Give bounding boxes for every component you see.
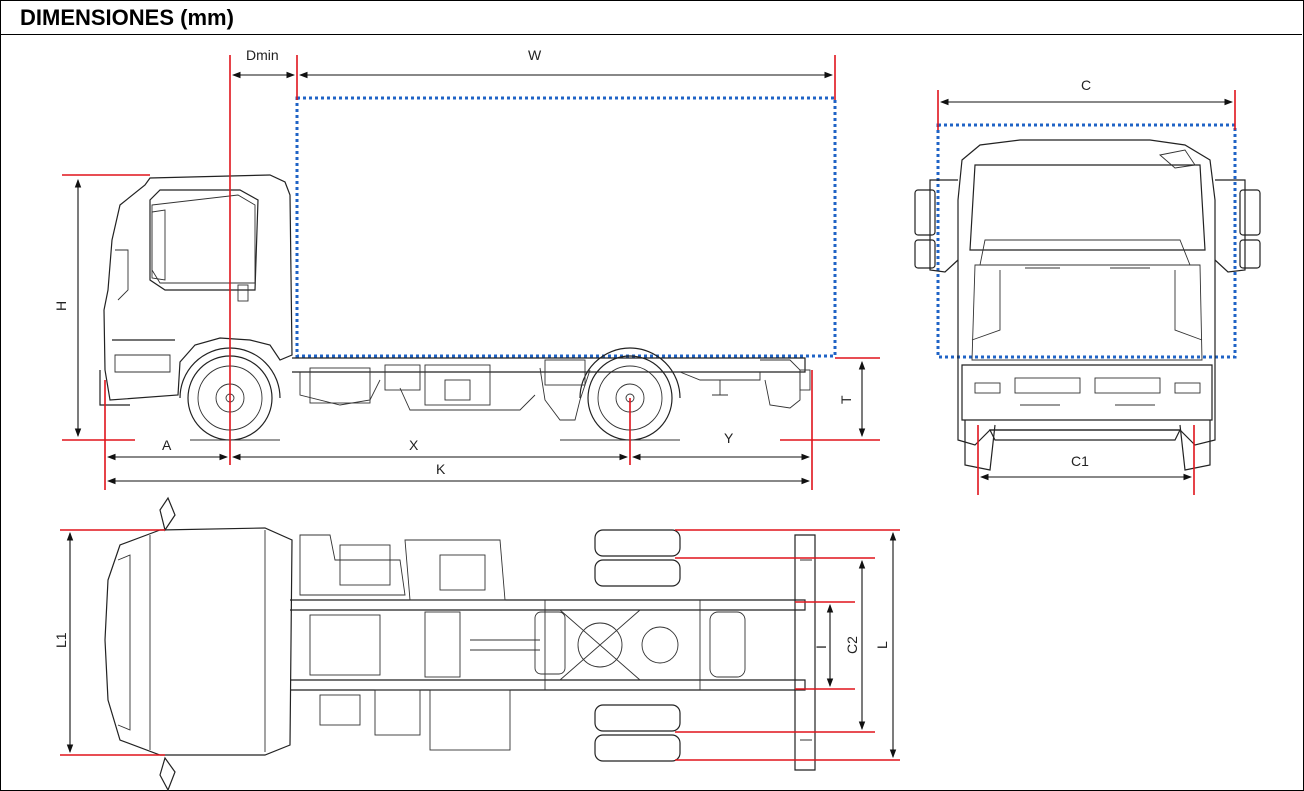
top-view: L1 I C2 L: [53, 496, 900, 791]
side-reference-lines: [62, 55, 880, 490]
label-y: Y: [724, 430, 734, 446]
front-cab-drawing: [914, 139, 1261, 471]
cab-drawing: [99, 174, 293, 406]
page-title: DIMENSIONES (mm): [20, 5, 234, 30]
side-view: Dmin W H A X Y K T: [53, 47, 880, 490]
label-w: W: [528, 47, 542, 63]
cargo-box-outline: [295, 96, 837, 358]
chassis-side: [292, 357, 811, 421]
front-view: C C1: [914, 77, 1261, 495]
top-reference-lines: [60, 529, 900, 761]
label-x: X: [409, 437, 419, 453]
label-l1: L1: [53, 632, 69, 648]
side-dimension-lines: [74, 71, 866, 485]
title-bar: DIMENSIONES (mm): [0, 0, 1302, 35]
top-chassis-drawing: [290, 529, 816, 771]
label-c1: C1: [1071, 453, 1089, 469]
label-c2: C2: [844, 636, 860, 654]
label-a: A: [162, 437, 172, 453]
front-cargo-outline: [936, 123, 1237, 359]
top-cab-drawing: [104, 496, 293, 791]
front-reference-lines: [937, 90, 1236, 495]
label-t: T: [838, 395, 854, 404]
label-dmin: Dmin: [246, 47, 279, 63]
label-h: H: [53, 301, 69, 311]
label-k: K: [436, 461, 446, 477]
label-c: C: [1081, 77, 1091, 93]
label-l: L: [874, 641, 890, 649]
label-i: I: [813, 645, 829, 649]
